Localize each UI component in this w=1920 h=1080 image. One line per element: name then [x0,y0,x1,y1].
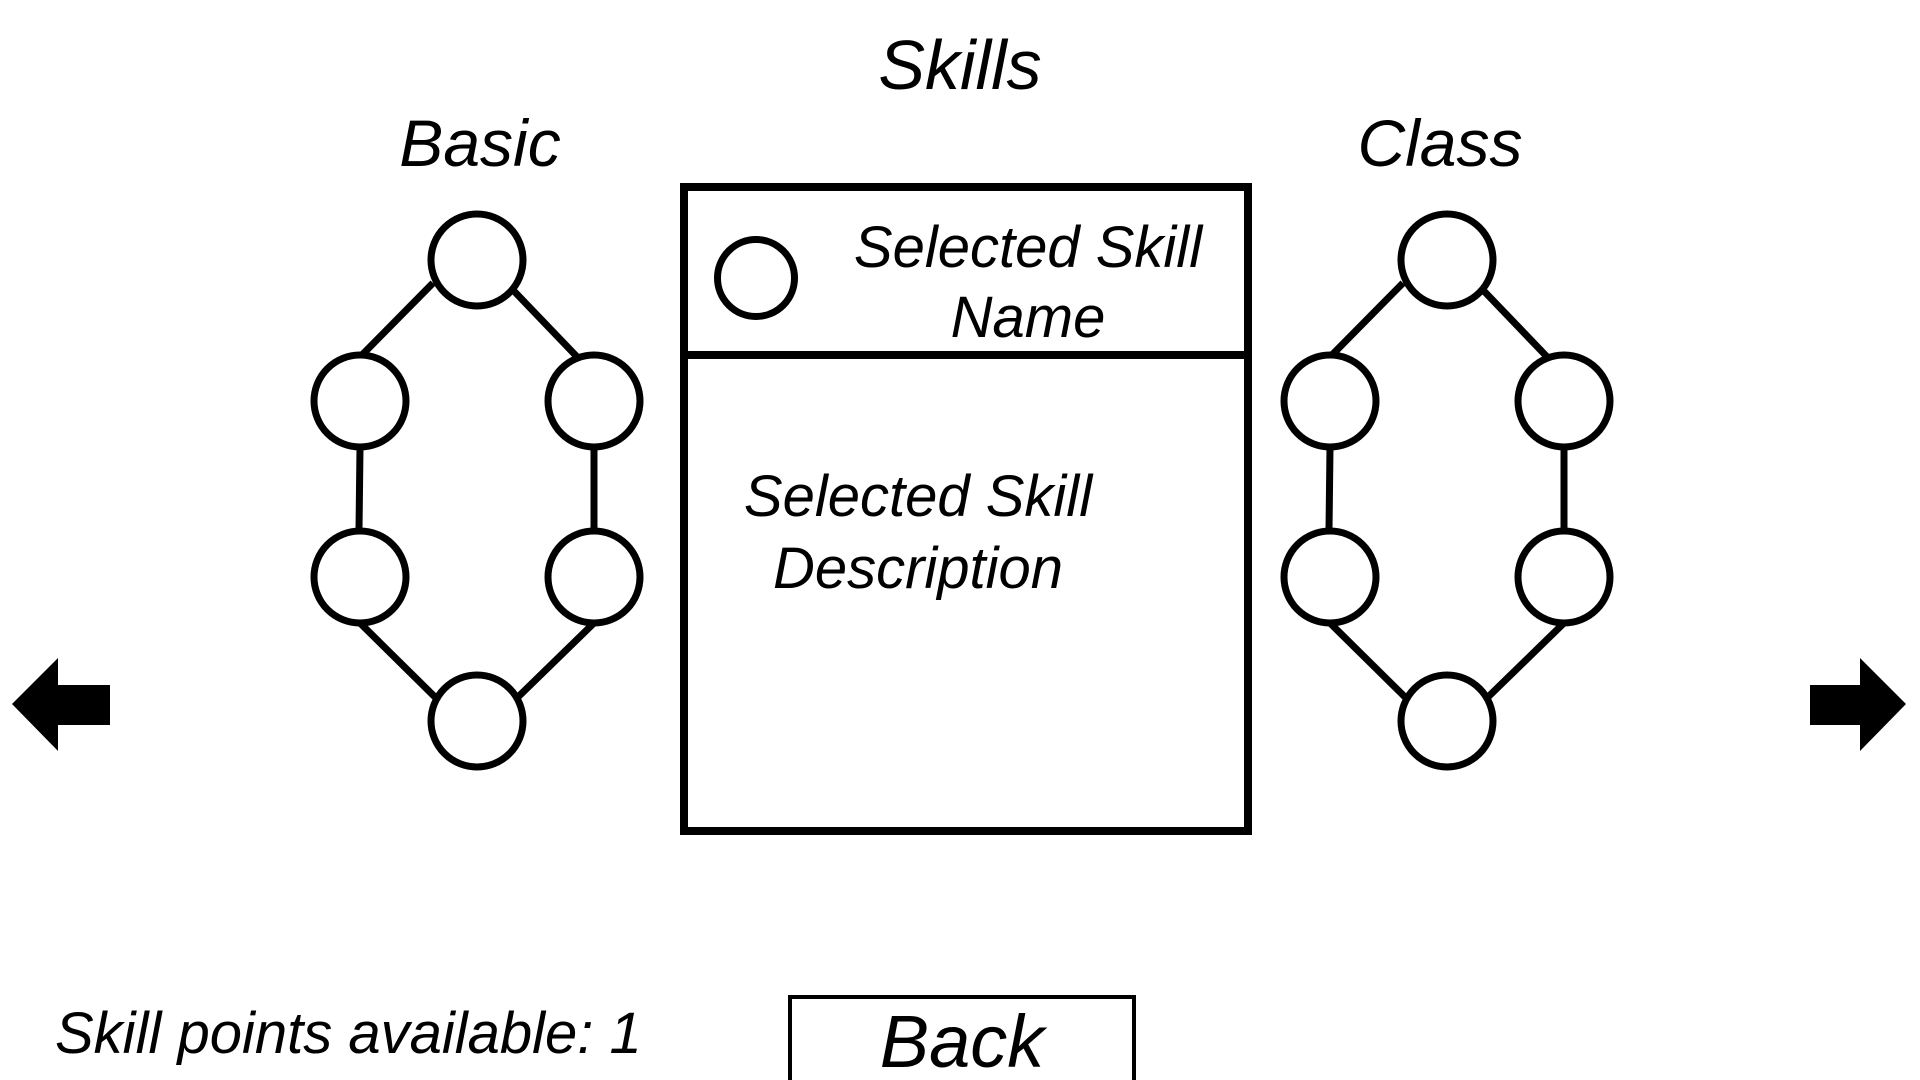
class-skill-node[interactable] [1514,527,1614,627]
class-tree-title: Class [1357,106,1523,180]
basic-skill-tree [310,210,644,771]
selected-skill-name: Selected Skill Name [853,215,1203,350]
class-tree-connector [1327,620,1411,703]
selected-skill-icon [714,236,798,320]
class-skill-node[interactable] [1397,671,1497,771]
skill-detail-header: Selected Skill Name [688,191,1244,359]
skill-detail-panel: Selected Skill Name Selected Skill Descr… [680,183,1252,835]
basic-skill-node[interactable] [310,351,410,451]
skill-points-value: 1 [609,1001,642,1066]
page-title: Skills [878,26,1042,104]
basic-tree-connector [355,447,364,531]
basic-tree-connector [509,286,585,365]
class-skill-node[interactable] [1397,210,1497,310]
basic-tree-connector [357,620,441,703]
selected-skill-description: Selected Skill Description [743,464,1093,601]
basic-skill-node[interactable] [310,527,410,627]
class-skill-tree [1280,210,1614,771]
basic-tree-connector [354,280,436,363]
skill-points-text: Skill points available: 1 [55,1005,642,1063]
arrow-left-icon[interactable] [10,655,110,755]
basic-tree-title: Basic [399,106,561,180]
class-tree-connector [1325,447,1334,531]
class-skill-node[interactable] [1514,351,1614,451]
class-tree-connector [1479,286,1555,365]
basic-tree-connector [514,620,597,701]
class-skill-node[interactable] [1280,527,1380,627]
basic-skill-node[interactable] [544,527,644,627]
basic-skill-node[interactable] [427,671,527,771]
class-tree-connector [1324,280,1406,363]
basic-skill-node[interactable] [427,210,527,310]
basic-skill-node[interactable] [544,351,644,451]
arrow-right-icon[interactable] [1808,655,1908,755]
class-skill-node[interactable] [1280,351,1380,451]
back-button[interactable]: Back [788,995,1136,1080]
skill-points-label: Skill points available: [55,1001,594,1066]
class-tree-connector [1484,620,1567,701]
